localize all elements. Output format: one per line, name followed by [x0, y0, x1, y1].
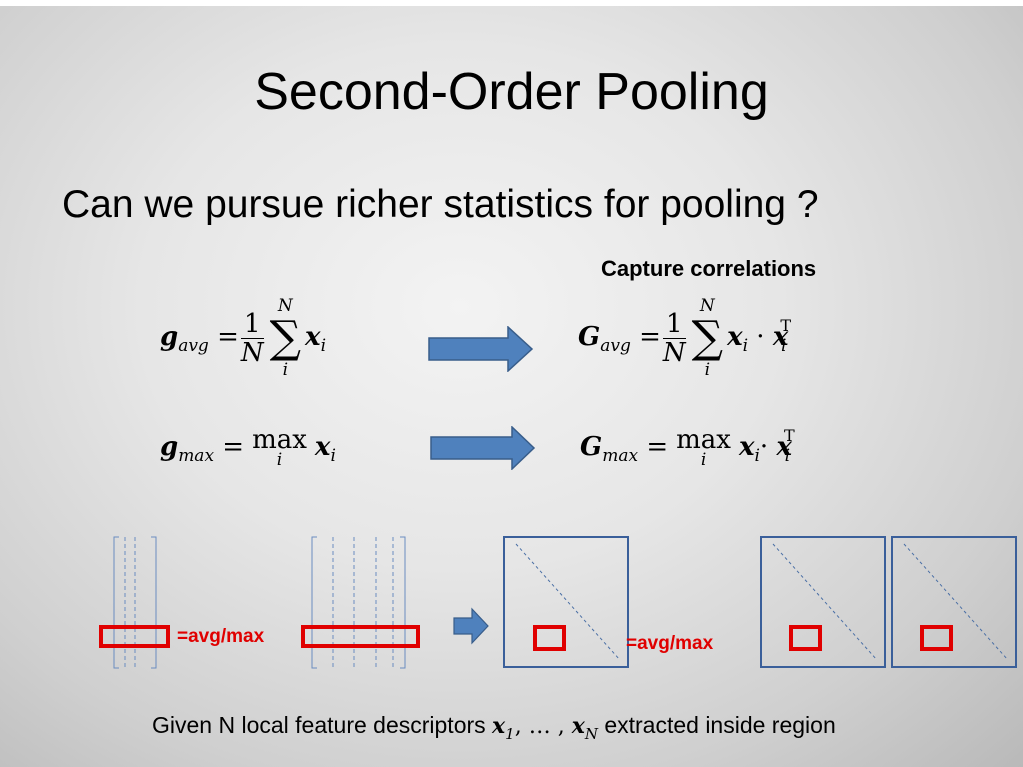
fraction-denominator: N	[662, 337, 686, 368]
arrow-right-icon	[428, 326, 534, 372]
x-symbol: x	[305, 322, 321, 352]
i-subscript: i	[784, 446, 791, 466]
caption: Given N local feature descriptors x1, … …	[152, 712, 836, 743]
avg-subscript: avg	[178, 336, 209, 356]
sum-upper-limit: N	[277, 296, 293, 316]
i-subscript: i	[742, 336, 749, 356]
fraction-numerator: 1	[240, 310, 264, 339]
ellipsis-separator: , … ,	[514, 714, 572, 739]
subscript-1: 1	[505, 725, 515, 743]
x-symbol: x	[727, 322, 743, 352]
i-subscript: i	[781, 336, 787, 356]
max-subscript: max	[178, 446, 215, 466]
caption-text-before: Given N local feature descriptors	[152, 712, 493, 738]
descriptor-set-large	[311, 536, 406, 669]
arrow-right-icon	[430, 426, 536, 470]
x-symbol: x	[571, 713, 585, 739]
descriptor-set-small	[113, 536, 157, 669]
subscript-N: N	[584, 725, 598, 743]
i-subscript: i	[320, 336, 326, 356]
covariance-matrix-2	[760, 536, 886, 668]
pooling-region-large	[301, 625, 420, 648]
pooling-region-small	[99, 625, 170, 648]
avg-max-label-right: =avg/max	[626, 633, 714, 654]
G-symbol: G	[580, 432, 603, 462]
transpose-superscript: T	[783, 426, 795, 445]
fraction-numerator: 1	[662, 310, 686, 339]
covariance-matrix-1	[503, 536, 629, 668]
caption-text-after: extracted inside region	[597, 712, 836, 738]
x-symbol: x	[772, 322, 789, 352]
max-lower-limit: i	[700, 450, 707, 470]
caption-math: x1, … , xN	[492, 713, 598, 743]
sum-upper-limit: N	[699, 296, 715, 316]
avg-max-label-left: =avg/max	[177, 626, 265, 647]
x-symbol: x	[314, 432, 331, 462]
arrow-right-small-icon	[453, 607, 489, 645]
avg-subscript: avg	[600, 336, 631, 356]
max-operator-text: max	[252, 425, 307, 455]
max-lower-limit: i	[276, 450, 283, 470]
g-symbol: g	[160, 432, 179, 462]
slide-subtitle: Can we pursue richer statistics for pool…	[62, 183, 819, 226]
slide-title: Second-Order Pooling	[254, 63, 769, 121]
equals-sign: =	[217, 322, 239, 352]
x-symbol: x	[776, 432, 792, 462]
g-symbol: g	[160, 322, 179, 352]
i-subscript: i	[330, 446, 336, 466]
fraction-denominator: N	[240, 337, 264, 368]
equals-sign: =	[646, 432, 669, 462]
dot-operator: ·	[759, 432, 769, 462]
max-operator-text: max	[676, 425, 731, 455]
max-subscript: max	[602, 446, 639, 466]
summation: N∑i	[692, 296, 723, 380]
capture-correlations-label: Capture correlations	[601, 256, 817, 281]
covariance-matrix-3	[891, 536, 1017, 668]
top-strip	[0, 0, 1023, 6]
G-symbol: G	[578, 322, 601, 352]
dot-operator: ·	[756, 322, 765, 352]
sigma-symbol: ∑	[269, 312, 302, 363]
i-subscript: i	[754, 446, 760, 466]
sum-lower-limit: i	[282, 360, 289, 380]
sigma-symbol: ∑	[691, 312, 724, 363]
equals-sign: =	[222, 432, 245, 462]
equals-sign: =	[639, 322, 661, 352]
x-symbol: x	[738, 432, 755, 462]
summation: N∑i	[270, 296, 301, 380]
x-symbol: x	[492, 713, 506, 739]
sum-lower-limit: i	[704, 360, 711, 380]
transpose-superscript: T	[780, 316, 792, 335]
